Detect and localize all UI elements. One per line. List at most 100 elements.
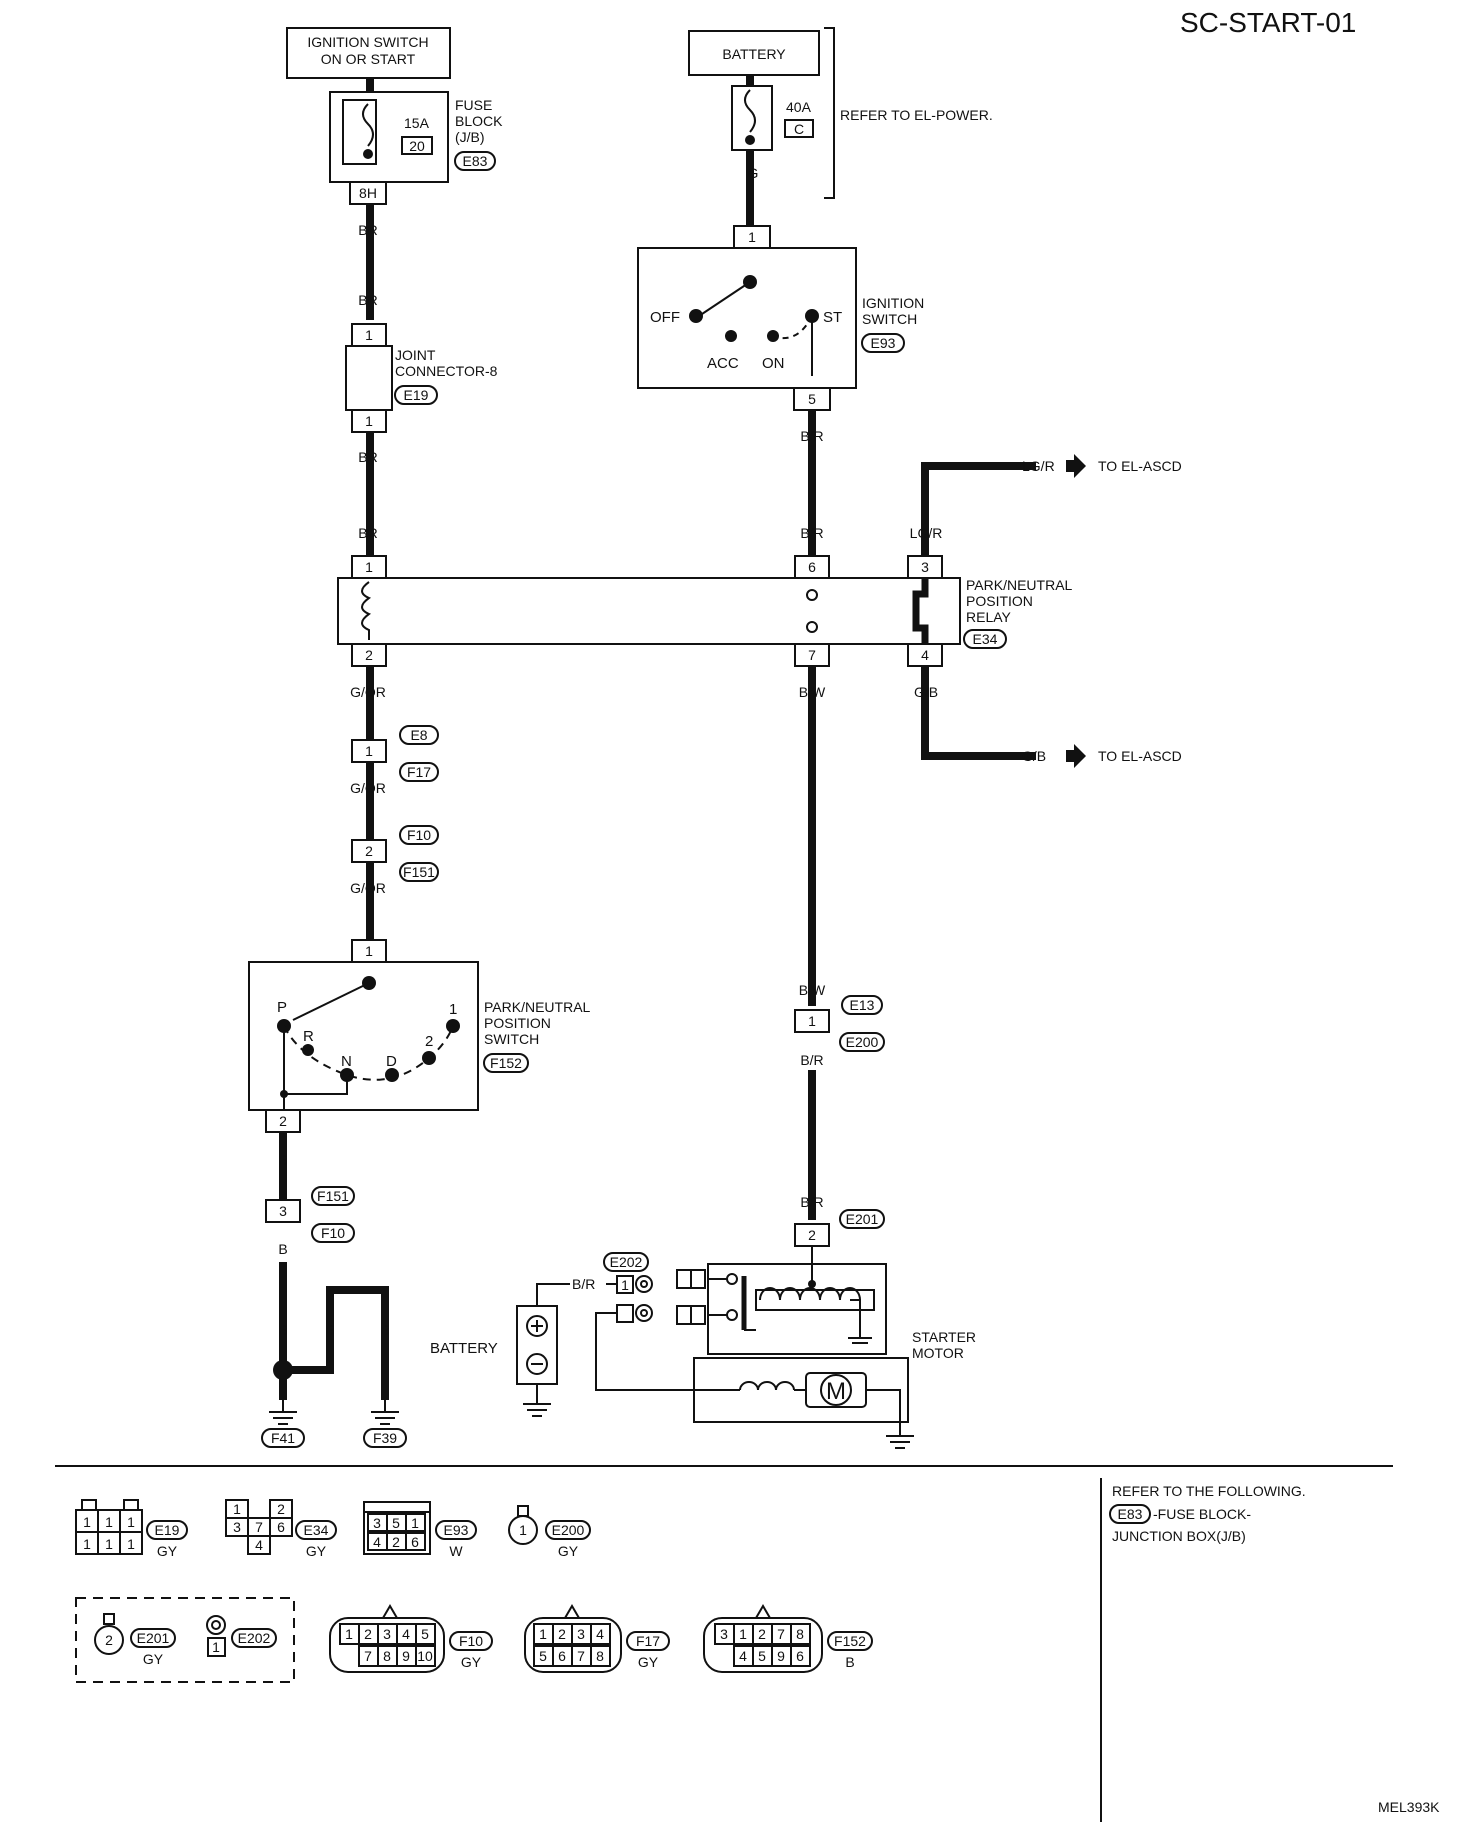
- battery-pos-lead: [536, 1283, 570, 1306]
- ign-sw-dash: [779, 315, 813, 340]
- pnp-sw-dash: [283, 1025, 454, 1081]
- wire-g-b: [921, 666, 1036, 760]
- joint-connector-code-oval: [394, 385, 438, 405]
- wire-g-b-label-1: G/B: [914, 684, 938, 700]
- wire-lg-r-label-2: LG/R: [1022, 458, 1055, 474]
- relay-pin-2: 2: [365, 647, 373, 663]
- starter-term-b1: [676, 1305, 692, 1325]
- relay-code-oval: [963, 629, 1007, 649]
- wire-b-r-label-5: B/R: [572, 1276, 595, 1292]
- relay-label-2: POSITION: [966, 593, 1033, 609]
- battery-top-label: BATTERY: [722, 46, 786, 62]
- gear-n: N: [341, 1053, 352, 1070]
- ground-f39-oval: [363, 1428, 407, 1448]
- wire-b-label-4: B: [325, 1322, 334, 1338]
- conn-e202-pin-box: [616, 1275, 634, 1294]
- refer-note-line1: REFER TO THE FOLLOWING.: [1112, 1483, 1306, 1499]
- ign-sw-on-contact: [767, 330, 779, 342]
- legend-e19: 1 1 1 1 1 1 E19 GY: [75, 1499, 188, 1559]
- wire-b-w-label-1: B/W: [799, 684, 826, 700]
- arrow-right-icon-2: [1066, 744, 1086, 768]
- conn-f17-oval: [399, 762, 439, 782]
- svg-text:7: 7: [577, 1648, 585, 1664]
- conn-f10-oval-2: [311, 1223, 355, 1243]
- svg-text:1: 1: [345, 1626, 353, 1642]
- svg-text:B: B: [845, 1654, 854, 1670]
- svg-text:7: 7: [255, 1519, 263, 1535]
- wire-lg-r-label-1: LG/R: [910, 525, 943, 541]
- conn-f151-f10-pin-num: 3: [279, 1203, 287, 1219]
- svg-text:1: 1: [739, 1626, 747, 1642]
- joint-connector-code: E19: [404, 387, 429, 403]
- starter-term-a2: [690, 1269, 706, 1289]
- relay-pin-1: 1: [365, 559, 373, 575]
- legend-e202: 1 E202: [206, 1615, 277, 1657]
- ign-sw-off-contact: [689, 309, 703, 323]
- wire-br-label-3: BR: [358, 449, 377, 465]
- jc-pin-top-num: 1: [365, 327, 373, 343]
- fuse-block-label-2: BLOCK: [455, 113, 503, 129]
- relay-code: E34: [973, 631, 998, 647]
- fuse-15a-rating: 15A: [404, 115, 430, 131]
- ign-on-start-box: [286, 27, 451, 79]
- fuse-15a-icon: [362, 103, 374, 147]
- conn-e202-pin: 1: [621, 1277, 629, 1293]
- svg-text:1: 1: [539, 1626, 547, 1642]
- svg-text:6: 6: [277, 1519, 285, 1535]
- svg-text:GY: GY: [143, 1651, 164, 1667]
- svg-text:3: 3: [373, 1515, 381, 1531]
- ign-sw-label-1: IGNITION: [862, 295, 924, 311]
- legend-e200: 1 E200 GY: [508, 1505, 591, 1559]
- conn-e13-e200-pin: [794, 1009, 830, 1033]
- svg-text:5: 5: [392, 1515, 400, 1531]
- svg-text:9: 9: [777, 1648, 785, 1664]
- svg-text:E34: E34: [304, 1522, 329, 1538]
- conn-f10-f151-pin: [351, 839, 387, 863]
- wire-g-b-label-2: G/B: [1022, 748, 1046, 764]
- svg-text:1: 1: [212, 1639, 220, 1655]
- conn-e202-ring-icon: [635, 1275, 653, 1293]
- refer-note-code: E83: [1118, 1506, 1143, 1522]
- starter-label-2: MOTOR: [912, 1345, 964, 1361]
- conn-f151-1: F151: [403, 864, 435, 880]
- pnp-sw-pin-2: 2: [279, 1113, 287, 1129]
- relay-coil-icon: [361, 581, 372, 640]
- conn-e200-oval: [839, 1032, 885, 1052]
- wire-br-label-1: BR: [358, 222, 377, 238]
- svg-text:8: 8: [383, 1648, 391, 1664]
- svg-text:1: 1: [411, 1515, 419, 1531]
- svg-text:GY: GY: [558, 1543, 579, 1559]
- battery-plus-icon: [526, 1315, 548, 1337]
- pnp-sw-pin-1: 1: [365, 943, 373, 959]
- starter-b-ring-icon: [635, 1304, 653, 1322]
- svg-text:F152: F152: [834, 1633, 866, 1649]
- gear-1: 1: [449, 1001, 457, 1018]
- ground-f41: F41: [271, 1430, 295, 1446]
- relay-pin-7: 7: [808, 647, 816, 663]
- svg-text:1: 1: [83, 1536, 91, 1552]
- fuse-40a-rating: 40A: [786, 99, 812, 115]
- wire-b-3: [283, 1286, 389, 1400]
- motor-m: M: [826, 1378, 846, 1405]
- svg-text:6: 6: [411, 1534, 419, 1550]
- ignition-switch-box: [637, 247, 857, 389]
- ign-pos-off: OFF: [650, 309, 680, 326]
- svg-text:2: 2: [364, 1626, 372, 1642]
- starter-solenoid-coil-icon: [759, 1287, 861, 1301]
- wire-b-w-label-2: B/W: [799, 982, 826, 998]
- pin-8h: 8H: [359, 185, 377, 201]
- svg-text:8: 8: [796, 1626, 804, 1642]
- fuse-40a-letter-box: [784, 119, 814, 138]
- svg-text:2: 2: [558, 1626, 566, 1642]
- wire-g-or-label-3: G/OR: [350, 880, 386, 896]
- svg-text:3: 3: [577, 1626, 585, 1642]
- wire-b-label-3: B: [278, 1322, 287, 1338]
- gear-p: P: [277, 999, 287, 1016]
- svg-text:5: 5: [539, 1648, 547, 1664]
- ign-sw-code-oval: [861, 333, 905, 353]
- conn-e8: E8: [410, 727, 427, 743]
- conn-e8-oval: [399, 725, 439, 745]
- fuse-block-conn-oval: [454, 151, 496, 171]
- conn-f10-f151-pin-num: 2: [365, 843, 373, 859]
